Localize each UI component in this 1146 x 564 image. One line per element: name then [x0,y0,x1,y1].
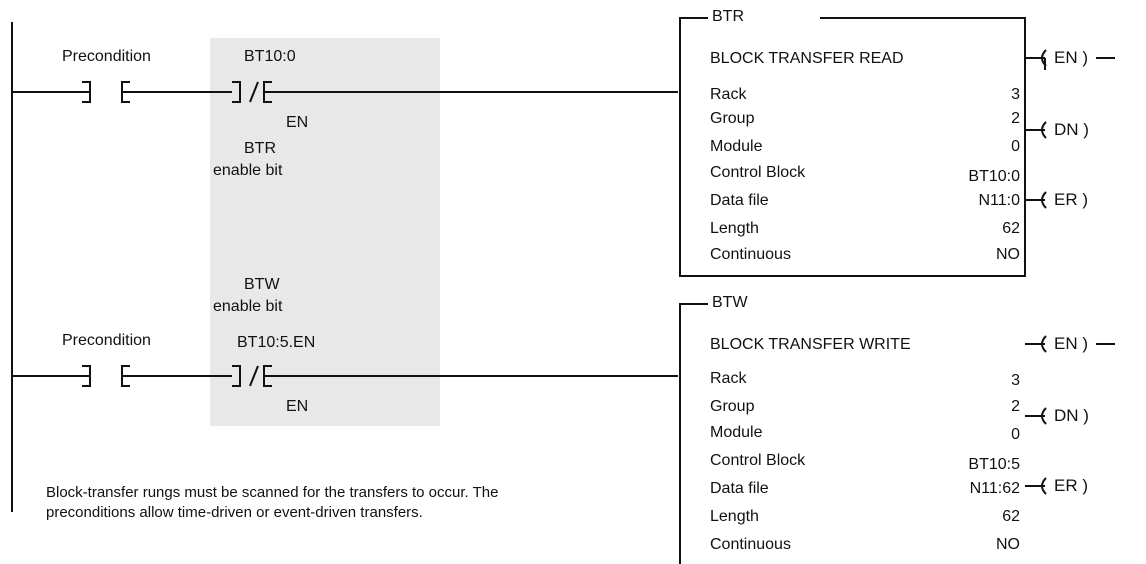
rung2-contact-bit: EN [286,398,309,415]
btw-row-value: 3 [1011,372,1020,389]
rung1-desc-line1: BTR [244,140,276,157]
btw-row-value: 0 [1011,426,1020,443]
btr-title: BLOCK TRANSFER READ [710,50,904,67]
btr-enable-nc-contact [232,81,241,103]
shaded-region-rung1 [210,38,440,266]
note-line1: Block-transfer rungs must be scanned for… [46,484,499,501]
btw-title: BLOCK TRANSFER WRITE [710,336,911,353]
btr-row-value: 2 [1011,110,1020,127]
btr-row-label: Rack [710,86,747,103]
btw-row-value: 62 [1002,508,1020,525]
note-line2: preconditions allow time-driven or event… [46,504,423,521]
btw-row-value: BT10:5 [968,456,1020,473]
btw-en-coil-label: EN [1054,334,1078,353]
btw-row-label: Length [710,508,759,525]
btr-instruction-box [679,17,1026,277]
rung1-contact-bit: EN [286,114,309,131]
btr-row-label: Group [710,110,755,127]
btr-row-value: 62 [1002,220,1020,237]
shaded-region-rung2 [210,266,440,426]
btr-row-label: Length [710,220,759,237]
btw-row-label: Continuous [710,536,791,553]
rung2-desc-line1: BTW [244,276,280,293]
btw-er-coil-label: ER [1054,476,1078,495]
btw-row-label: Module [710,424,763,441]
btr-row-value: 0 [1011,138,1020,155]
btr-dn-coil: DN ) [1054,120,1089,139]
btw-row-label: Control Block [710,452,806,469]
btr-en-coil: EN ) [1054,48,1089,67]
rung2-contact-address: BT10:5.EN [237,334,316,351]
btw-row-label: Group [710,398,755,415]
btw-enable-nc-contact [232,365,241,387]
btw-er-coil: ER ) [1054,476,1089,495]
btr-en-coil-label: EN [1054,48,1078,67]
rung2-precondition-label: Precondition [62,332,151,349]
btw-dn-coil: DN ) [1054,406,1089,425]
btr-row-value: N11:0 [978,192,1020,209]
precondition-contact-1 [82,81,91,103]
btr-dn-coil-label: DN [1054,120,1079,139]
btw-row-label: Data file [710,480,769,497]
rung1-precondition-label: Precondition [62,48,151,65]
btr-er-coil-label: ER [1054,190,1078,209]
btw-instruction-box [679,303,708,564]
btr-er-coil: ER ) [1054,190,1089,209]
btr-row-label: Continuous [710,246,791,263]
btw-row-value: N11:62 [969,480,1020,497]
btr-row-value: BT10:0 [968,168,1020,185]
btw-row-label: Rack [710,370,747,387]
btr-tag: BTR [708,8,748,26]
rung2-desc-line2: enable bit [213,298,283,315]
btr-row-label: Control Block [710,164,806,181]
rung1-contact-address: BT10:0 [244,48,296,65]
btw-en-coil: EN ) [1054,334,1089,353]
precondition-contact-2 [82,365,91,387]
btw-row-value: 2 [1011,398,1020,415]
btr-row-value: 3 [1011,86,1020,103]
btw-tag: BTW [708,294,752,312]
btr-row-label: Data file [710,192,769,209]
btw-row-value: NO [996,536,1020,553]
btr-row-value: NO [996,246,1020,263]
rung1-desc-line2: enable bit [213,162,283,179]
btr-row-label: Module [710,138,763,155]
btw-dn-coil-label: DN [1054,406,1079,425]
